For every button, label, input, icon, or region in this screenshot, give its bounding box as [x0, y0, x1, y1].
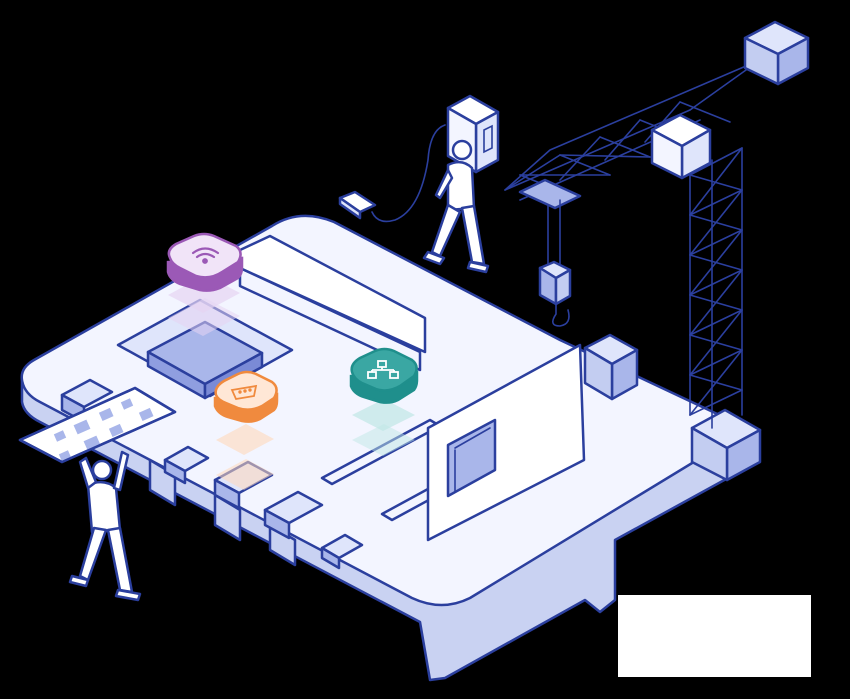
upright-panel [426, 333, 639, 542]
usb-plug-icon [338, 190, 377, 220]
serial-module [213, 370, 279, 490]
worker-carrying [18, 386, 177, 602]
serial-port-icon [230, 384, 258, 401]
wifi-icon [191, 247, 220, 264]
crane [504, 20, 810, 482]
power-outlet-icon [446, 94, 500, 174]
wifi-module [166, 232, 244, 336]
network-icon [367, 360, 399, 379]
network-module [349, 347, 419, 456]
worker-walking [422, 139, 490, 274]
white-label-box [618, 595, 811, 677]
